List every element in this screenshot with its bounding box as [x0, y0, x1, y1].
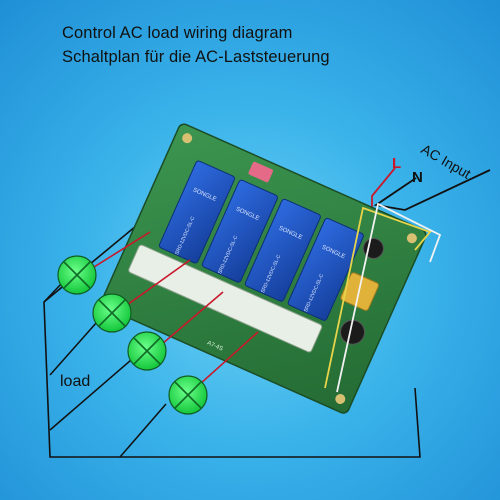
capacitor — [362, 237, 384, 259]
ac-input-wires — [371, 167, 491, 211]
load-label: load — [60, 373, 90, 390]
line-label: L — [392, 155, 401, 172]
ac-internal-wires — [324, 202, 442, 393]
diagram-title: Control AC load wiring diagram — [62, 24, 293, 42]
dip-switch — [248, 161, 273, 183]
lamp-3 — [127, 331, 167, 371]
ac-input-label: AC Input — [419, 141, 474, 182]
line-wire — [371, 167, 396, 208]
lamp-2 — [92, 293, 132, 333]
load-lamps — [57, 255, 208, 415]
neutral-label: N — [412, 169, 423, 186]
relay-4: SONGLE SRD-12VDC-SL-C — [287, 217, 364, 321]
relay-board: SONGLE SRD-12VDC-SL-C SONGLE SRD-12VDC-S… — [100, 123, 427, 414]
relay-3: SONGLE SRD-12VDC-SL-C — [244, 198, 321, 302]
relay-2: SONGLE SRD-12VDC-SL-C — [201, 179, 278, 283]
relay-1: SONGLE SRD-12VDC-SL-C — [158, 160, 235, 264]
diagram-subtitle: Schaltplan für die AC-Laststeuerung — [62, 48, 330, 66]
neutral-wire — [373, 169, 491, 211]
lamp-4 — [168, 375, 208, 415]
load-lamp-returns — [43, 282, 167, 458]
lamp-1 — [57, 255, 97, 295]
